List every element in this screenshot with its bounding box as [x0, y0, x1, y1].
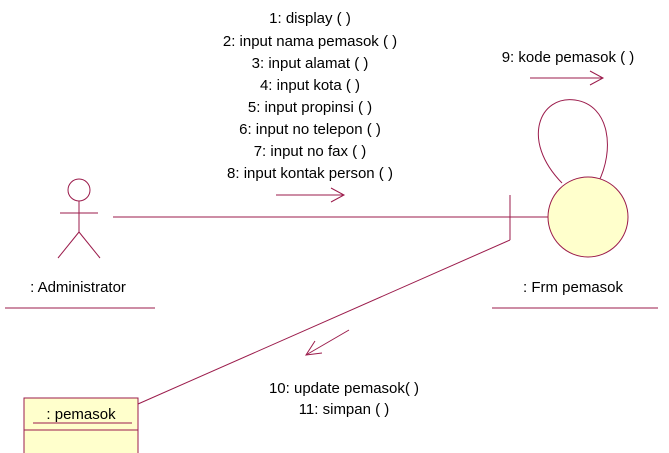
- message-7: 7: input no fax ( ): [254, 143, 367, 160]
- entity-label: : pemasok: [46, 406, 116, 423]
- boundary-label: : Frm pemasok: [523, 279, 624, 296]
- entity-object[interactable]: [23, 397, 139, 453]
- link-boundary-entity: [137, 239, 511, 405]
- boundary-object[interactable]: [509, 99, 629, 258]
- actor-label: : Administrator: [30, 279, 126, 296]
- message-1: 1: display ( ): [269, 10, 351, 27]
- message-arrow-boundary: [276, 187, 346, 203]
- message-6: 6: input no telepon ( ): [239, 121, 381, 138]
- message-4: 4: input kota ( ): [260, 77, 360, 94]
- actor-stick-figure[interactable]: [57, 178, 101, 259]
- message-group-entity: 10: update pemasok( ) 11: simpan ( ): [269, 380, 419, 418]
- self-message-arrow: [530, 70, 605, 86]
- message-11: 11: simpan ( ): [299, 401, 390, 418]
- message-10: 10: update pemasok( ): [269, 380, 419, 397]
- self-message-label: 9: kode pemasok ( ): [502, 49, 635, 66]
- message-5: 5: input propinsi ( ): [248, 99, 372, 116]
- message-arrow-entity: [305, 329, 350, 356]
- message-8: 8: input kontak person ( ): [227, 165, 393, 182]
- message-group-boundary: 1: display ( ) 2: input nama pemasok ( )…: [223, 10, 397, 182]
- message-2: 2: input nama pemasok ( ): [223, 33, 397, 50]
- message-3: 3: input alamat ( ): [252, 55, 369, 72]
